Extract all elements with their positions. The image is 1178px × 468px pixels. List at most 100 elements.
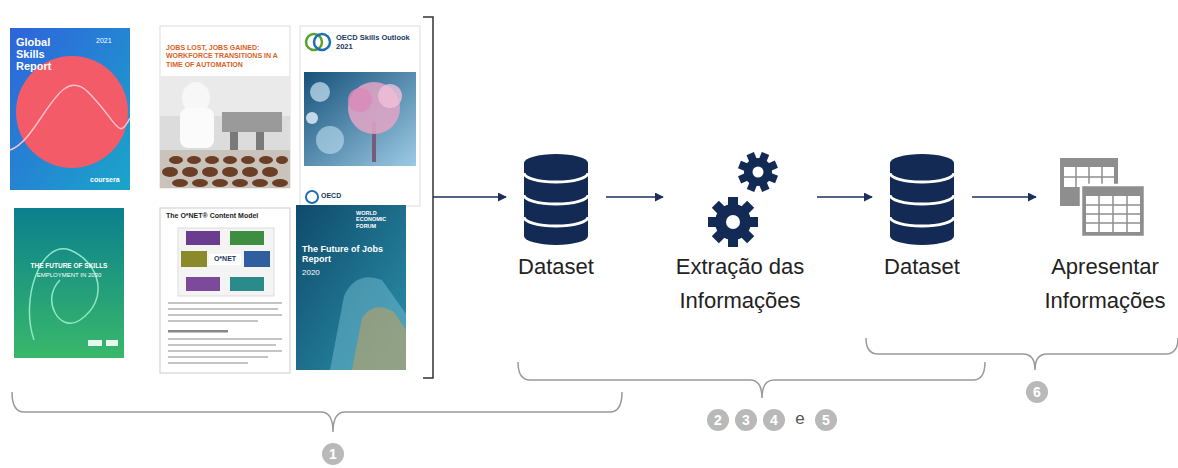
- gears-icon: [708, 197, 758, 247]
- table-icon: [1081, 185, 1145, 237]
- database-icon: [890, 154, 954, 245]
- report-cover: [202, 167, 218, 177]
- callout-number: 2: [707, 409, 729, 431]
- curly-brace: [12, 392, 622, 432]
- curly-brace: [518, 362, 985, 398]
- callout-number: 4: [763, 409, 785, 431]
- callout-number: 5: [815, 409, 837, 431]
- database-icon: [524, 173, 588, 182]
- report-cover: [230, 277, 264, 291]
- gears-icon: [740, 229, 754, 243]
- report-cover: [223, 156, 237, 164]
- cover-title: OECD Skills Outlook 2021: [336, 34, 416, 51]
- report-cover: [168, 344, 276, 346]
- cover-title: The O*NET® Content Model: [166, 212, 284, 220]
- table-icon: [1064, 176, 1114, 178]
- cover-title: THE FUTURE OF SKILLS: [14, 262, 124, 270]
- cover-subtitle: EMPLOYMENT IN 2030: [14, 272, 124, 279]
- output-step: Apresentar Informações: [1038, 150, 1172, 318]
- report-cover: [330, 277, 406, 370]
- flow-arrow: [972, 196, 1036, 198]
- cover-brand: coursera: [90, 176, 128, 184]
- report-cover: [304, 72, 416, 166]
- callout-number: 6: [1026, 381, 1048, 403]
- flow-arrow: [606, 196, 663, 198]
- report-cover: [192, 179, 208, 187]
- report-cover: [10, 28, 130, 190]
- report-cover: [168, 320, 258, 322]
- report-cover: [310, 82, 330, 102]
- report-cover: [232, 179, 248, 187]
- database-icon: [890, 163, 954, 245]
- node-label: Dataset: [874, 250, 970, 284]
- callout-number: 1: [322, 443, 344, 465]
- database-icon: [524, 195, 588, 204]
- report-cover: [160, 208, 290, 373]
- database-icon: [890, 173, 954, 182]
- report-cover: [169, 156, 183, 164]
- report-cover: [160, 208, 290, 373]
- process-step: Extração das Informações: [665, 150, 815, 318]
- cover-year: 2020: [302, 268, 342, 278]
- report-cover: [222, 112, 282, 132]
- callout-conjunction: e: [792, 408, 808, 430]
- report-cover: [14, 208, 124, 358]
- report-cover: [168, 362, 248, 364]
- gears-icon: [753, 167, 764, 178]
- gears-icon: [747, 182, 757, 192]
- report-cover: [348, 88, 372, 112]
- gears-icon: [768, 173, 778, 183]
- report-cover: [160, 76, 290, 188]
- dataset-store: Dataset: [874, 150, 970, 284]
- report-cover: [178, 228, 274, 296]
- report-cover: [276, 156, 288, 164]
- report-cover: [168, 314, 282, 316]
- table-icon: [1086, 196, 1140, 232]
- gears-icon: [712, 201, 726, 215]
- report-cover: [230, 231, 264, 245]
- database-icon: [890, 154, 954, 172]
- table-icon: [1060, 158, 1145, 237]
- report-cover: [187, 156, 201, 164]
- gears-icon: [748, 217, 758, 227]
- report-cover: [241, 156, 255, 164]
- database-icon: [524, 163, 588, 245]
- report-cover: [106, 340, 118, 346]
- gears-icon: [728, 237, 738, 247]
- report-cover: [186, 231, 220, 245]
- arrow-line: [433, 196, 506, 198]
- report-cover: [272, 179, 288, 187]
- report-cover: [14, 208, 124, 358]
- gears-icon: [712, 229, 726, 243]
- gears-icon: [708, 217, 718, 227]
- bracket: [423, 17, 433, 378]
- report-cover: [16, 56, 128, 168]
- report-cover: [88, 340, 102, 346]
- report-cover: [160, 150, 290, 188]
- report-cover: [205, 156, 219, 164]
- report-cover: [252, 179, 268, 187]
- gears-icon: [747, 152, 757, 162]
- report-cover: [212, 179, 228, 187]
- table-icon: [1086, 222, 1140, 224]
- report-cover: [160, 76, 290, 116]
- report-cover: [182, 167, 198, 177]
- cover-brand: OECD: [321, 192, 351, 200]
- cover-year: 2021: [96, 37, 124, 45]
- cover-brand: WORLD ECONOMIC FORUM: [356, 210, 402, 229]
- database-icon: [890, 217, 954, 226]
- callout-number: 3: [735, 409, 757, 431]
- gears-icon: [708, 152, 778, 247]
- gears-icon: [738, 173, 748, 183]
- table-icon: [1086, 204, 1140, 206]
- gears-icon: [744, 158, 772, 186]
- report-cover: [168, 350, 282, 352]
- report-cover: [300, 26, 420, 206]
- gears-icon: [728, 197, 738, 207]
- database-icon: [524, 154, 588, 245]
- node-label: Extração das Informações: [665, 250, 815, 318]
- gears-icon: [759, 181, 769, 191]
- report-cover: [186, 277, 220, 291]
